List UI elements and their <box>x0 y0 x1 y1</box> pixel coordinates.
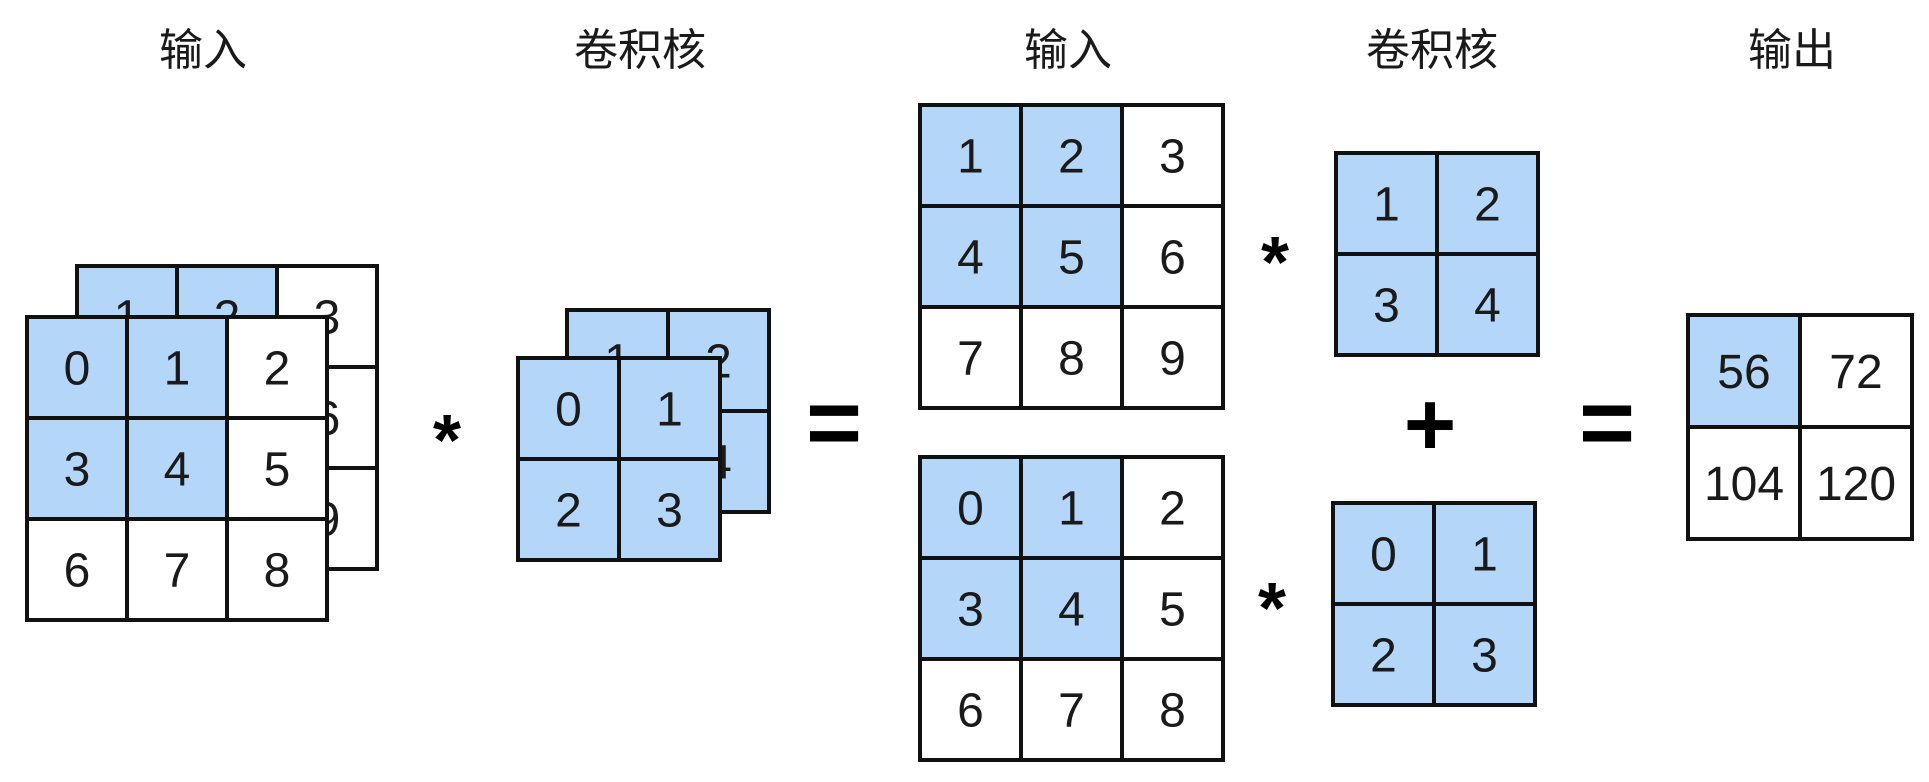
matrix-cell-value: 3 <box>1373 280 1400 333</box>
matrix-cell <box>1120 657 1225 762</box>
matrix-cell-value: 104 <box>1704 458 1784 511</box>
equals-operator-left: = <box>806 369 862 476</box>
left-kernel-channel-0-matrix: 0 1 2 3 <box>516 356 722 562</box>
matrix-cell-value: 5 <box>264 444 291 497</box>
matrix-cell <box>1432 501 1537 606</box>
matrix-cell-value: 0 <box>555 384 582 437</box>
matrix-cell-value: 2 <box>555 485 582 538</box>
matrix-cell-value: 4 <box>164 444 191 497</box>
conv-operator-top: * <box>1261 223 1289 303</box>
matrix-cell <box>918 305 1023 410</box>
matrix-cell <box>1120 455 1225 560</box>
matrix-cell-value: 4 <box>1474 280 1501 333</box>
matrix-cell <box>516 457 621 562</box>
matrix-cell-value: 7 <box>1058 685 1085 738</box>
matrix-cell <box>918 455 1023 560</box>
output-matrix: 56 72 104 120 <box>1686 313 1914 541</box>
matrix-cell-value: 56 <box>1717 346 1770 399</box>
matrix-cell-value: 8 <box>1058 333 1085 386</box>
matrix-cell <box>1686 425 1802 541</box>
matrix-cell <box>1334 252 1439 357</box>
matrix-cell-value: 3 <box>656 485 683 538</box>
matrix-cell-value: 1 <box>1058 483 1085 536</box>
right-input-channel-1-matrix: 1 2 3 4 5 6 7 8 9 <box>918 103 1225 410</box>
matrix-cell-value: 0 <box>957 483 984 536</box>
matrix-cell <box>1435 151 1540 256</box>
matrix-cell-value: 7 <box>164 545 191 598</box>
matrix-cell-value: 1 <box>656 384 683 437</box>
matrix-cell-value: 3 <box>1471 630 1498 683</box>
matrix-cell-value: 9 <box>1159 333 1186 386</box>
matrix-cell-value: 1 <box>1373 179 1400 232</box>
matrix-cell-value: 2 <box>1058 131 1085 184</box>
matrix-cell-value: 120 <box>1816 458 1896 511</box>
equals-operator-right: = <box>1579 369 1635 476</box>
matrix-cell-value: 2 <box>1474 179 1501 232</box>
conv-operator-bottom: * <box>1258 569 1286 649</box>
matrix-cell-value: 0 <box>1370 529 1397 582</box>
matrix-cell <box>918 103 1023 208</box>
matrix-cell <box>125 517 229 622</box>
right-kernel-channel-1-matrix: 1 2 3 4 <box>1334 151 1540 357</box>
plus-operator: + <box>1404 375 1457 475</box>
title-kernel-right: 卷积核 <box>1366 25 1498 76</box>
matrix-cell <box>1435 252 1540 357</box>
matrix-cell-value: 5 <box>1159 584 1186 637</box>
matrix-cell-value: 6 <box>64 545 91 598</box>
matrix-cell <box>1331 602 1436 707</box>
matrix-cell <box>1120 556 1225 661</box>
matrix-cell <box>1019 455 1124 560</box>
matrix-cell <box>617 356 722 461</box>
matrix-cell-value: 7 <box>957 333 984 386</box>
matrix-cell <box>225 517 329 622</box>
matrix-cell-value: 8 <box>264 545 291 598</box>
matrix-cell-value: 1 <box>164 343 191 396</box>
matrix-cell-value: 5 <box>1058 232 1085 285</box>
title-kernel-left: 卷积核 <box>574 25 706 76</box>
matrix-cell-value: 72 <box>1829 346 1882 399</box>
matrix-cell <box>1798 425 1914 541</box>
matrix-cell <box>1432 602 1537 707</box>
matrix-cell-value: 2 <box>1370 630 1397 683</box>
conv-operator-left: * <box>433 401 461 481</box>
matrix-cell <box>918 657 1023 762</box>
matrix-cell-value: 6 <box>957 685 984 738</box>
matrix-cell-value: 2 <box>264 343 291 396</box>
title-output: 输出 <box>1748 25 1836 76</box>
matrix-cell-value: 3 <box>64 444 91 497</box>
matrix-cell-value: 4 <box>1058 584 1085 637</box>
matrix-cell-value: 6 <box>1159 232 1186 285</box>
matrix-cell <box>1019 556 1124 661</box>
matrix-cell-value: 4 <box>957 232 984 285</box>
matrix-cell-value: 8 <box>1159 685 1186 738</box>
left-input-channel-0-matrix: 0 1 2 3 4 5 6 7 8 <box>25 315 329 622</box>
title-input-left: 输入 <box>159 25 247 76</box>
matrix-cell-value: 1 <box>1471 529 1498 582</box>
title-input-right: 输入 <box>1024 25 1112 76</box>
matrix-cell <box>1120 305 1225 410</box>
matrix-cell <box>1019 103 1124 208</box>
right-kernel-channel-0-matrix: 0 1 2 3 <box>1331 501 1537 707</box>
matrix-cell-value: 2 <box>1159 483 1186 536</box>
matrix-cell <box>1019 657 1124 762</box>
matrix-cell <box>225 315 329 420</box>
matrix-cell <box>1334 151 1439 256</box>
right-input-channel-0-matrix: 0 1 2 3 4 5 6 7 8 <box>918 455 1225 762</box>
matrix-cell <box>617 457 722 562</box>
matrix-cell-value: 3 <box>957 584 984 637</box>
matrix-cell-value: 3 <box>1159 131 1186 184</box>
matrix-cell-value: 0 <box>64 343 91 396</box>
matrix-cell-value: 1 <box>957 131 984 184</box>
